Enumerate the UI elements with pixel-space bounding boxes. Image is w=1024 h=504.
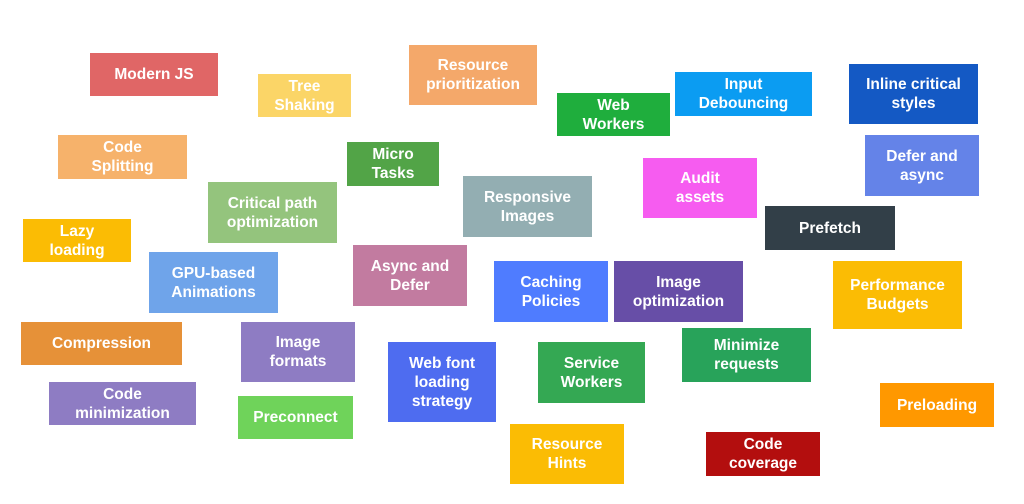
tile-compression: Compression bbox=[21, 322, 182, 365]
tile-label: Modern JS bbox=[114, 66, 194, 83]
tile-label: Preloading bbox=[896, 396, 978, 414]
tile-prefetch: Prefetch bbox=[765, 206, 895, 250]
tile-modern-js: Modern JS bbox=[90, 53, 218, 96]
tile-preloading: Preloading bbox=[880, 383, 994, 427]
tile-label: Preconnect bbox=[253, 409, 338, 426]
tile-label: Prefetch bbox=[798, 219, 862, 237]
tile-label: Compression bbox=[51, 335, 152, 352]
tile-preconnect: Preconnect bbox=[238, 396, 353, 439]
